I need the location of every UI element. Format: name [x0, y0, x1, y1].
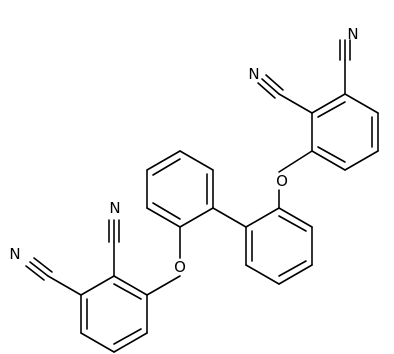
bond: [317, 146, 346, 163]
bond: [33, 257, 53, 273]
nitrogen-atom-upper-left: N: [248, 65, 259, 83]
bond: [344, 93, 379, 114]
bond: [179, 207, 214, 228]
bond: [146, 150, 181, 171]
bond: [146, 207, 181, 228]
bond: [311, 93, 346, 114]
oxygen-atom-left: O: [174, 258, 186, 276]
bond: [278, 264, 313, 285]
bond: [278, 215, 307, 232]
bond: [245, 264, 280, 285]
ether-linkages: [146, 150, 313, 296]
nitrogen-atom-far-left: N: [9, 245, 20, 263]
bond: [278, 260, 307, 277]
bond: [80, 332, 115, 353]
nitrogen-atom-middle-left: N: [109, 199, 120, 217]
lower-left-phthalonitrile-ring: [25, 219, 148, 353]
bond: [245, 207, 280, 228]
bond: [25, 265, 45, 281]
central-ring-upper: [146, 150, 214, 228]
oxygen-atom-right: O: [276, 172, 288, 190]
bond: [265, 74, 284, 91]
bond: [113, 283, 142, 300]
bond: [29, 261, 49, 277]
atom-labels: O O N N N N: [9, 25, 358, 276]
bond: [257, 82, 276, 99]
bond: [113, 275, 148, 296]
bond: [344, 150, 379, 171]
bond: [146, 275, 181, 296]
bond: [113, 328, 142, 345]
bond: [261, 78, 280, 95]
bond: [47, 275, 82, 296]
bond: [113, 332, 148, 353]
bond: [278, 150, 313, 173]
upper-right-phthalonitrile-ring: [257, 39, 379, 171]
bond: [317, 101, 346, 118]
bond: [212, 207, 247, 228]
nitrogen-atom-top: N: [347, 25, 358, 43]
bond: [152, 202, 181, 220]
central-ring-lower: [212, 207, 313, 285]
bond: [152, 158, 181, 176]
bond: [80, 275, 115, 296]
bond: [179, 150, 214, 171]
bond: [278, 93, 313, 114]
bond: [311, 150, 346, 171]
bond: [278, 207, 313, 228]
